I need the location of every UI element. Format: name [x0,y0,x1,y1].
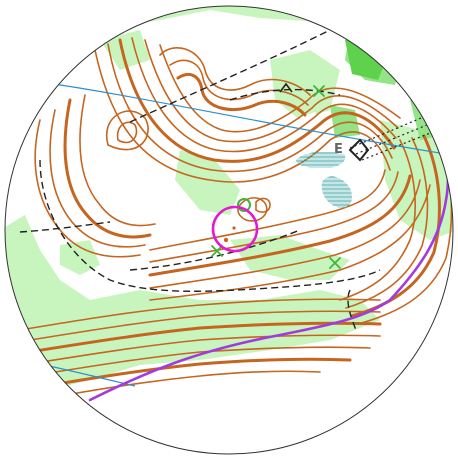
tracks [19,29,381,331]
marsh-areas [296,151,352,209]
green-x-icon [329,257,341,269]
brown-dot [232,226,236,230]
green-x-marks [211,85,341,269]
control-circle-icon [211,205,259,253]
map-frame [4,5,454,455]
crag-symbol [348,138,370,162]
green-x-icon [211,245,223,257]
out-of-bounds-boundary [88,118,450,402]
knoll-symbol [237,198,251,212]
green-x-icon [313,85,325,97]
letter-e-icon: E [334,142,343,157]
brown-dot [223,237,229,243]
arrow-icon [279,82,293,93]
